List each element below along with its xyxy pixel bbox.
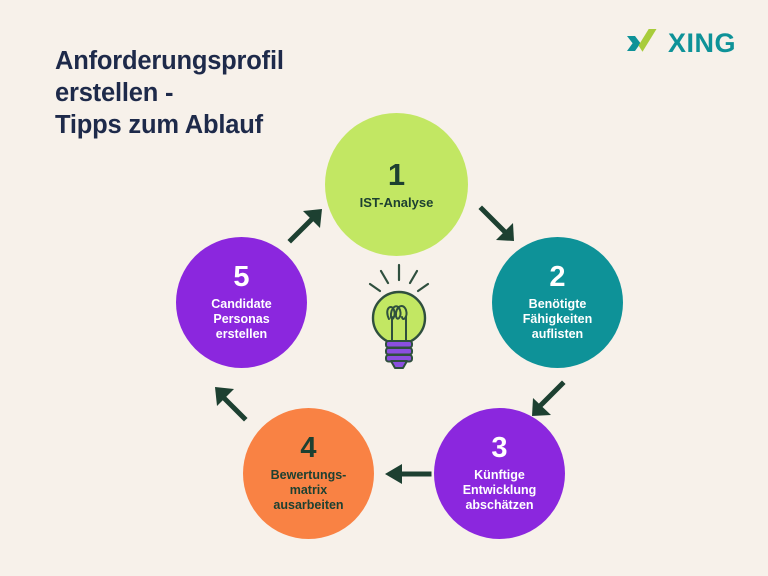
arrow-step3-to-step4 <box>385 464 432 484</box>
step-number-3: 3 <box>491 432 508 465</box>
step-circle-2[interactable]: 2 Benötigte Fähigkeiten auflisten <box>492 237 623 368</box>
step-circle-1[interactable]: 1 IST-Analyse <box>325 113 468 256</box>
step-circle-5[interactable]: 5 Candidate Personas erstellen <box>176 237 307 368</box>
step-label-5: Candidate Personas erstellen <box>211 297 272 341</box>
step-label-3: Künftige Entwicklung abschätzen <box>462 468 537 512</box>
step-number-5: 5 <box>233 261 250 294</box>
step-number-2: 2 <box>549 261 566 294</box>
lightbulb-icon <box>368 263 430 369</box>
arrow-step1-to-step2 <box>478 205 514 241</box>
step-label-2: Benötigte Fähigkeiten auflisten <box>522 297 593 341</box>
step-circle-4[interactable]: 4 Bewertungs- matrix ausarbeiten <box>243 408 374 539</box>
xing-wordmark: XING <box>667 27 736 58</box>
step-number-1: 1 <box>387 156 406 192</box>
xing-x-icon <box>626 29 657 52</box>
step-circle-3[interactable]: 3 Künftige Entwicklung abschätzen <box>434 408 565 539</box>
arrow-step2-to-step3 <box>532 380 566 416</box>
page-title: Anforderungsprofil erstellen - Tipps zum… <box>55 47 284 140</box>
step-label-4: Bewertungs- matrix ausarbeiten <box>270 468 347 512</box>
xing-logo: XING <box>625 27 736 59</box>
arrow-step5-to-step1 <box>287 209 322 244</box>
step-label-1: IST-Analyse <box>359 194 434 210</box>
arrow-step4-to-step5 <box>215 387 248 422</box>
step-number-4: 4 <box>300 432 317 465</box>
